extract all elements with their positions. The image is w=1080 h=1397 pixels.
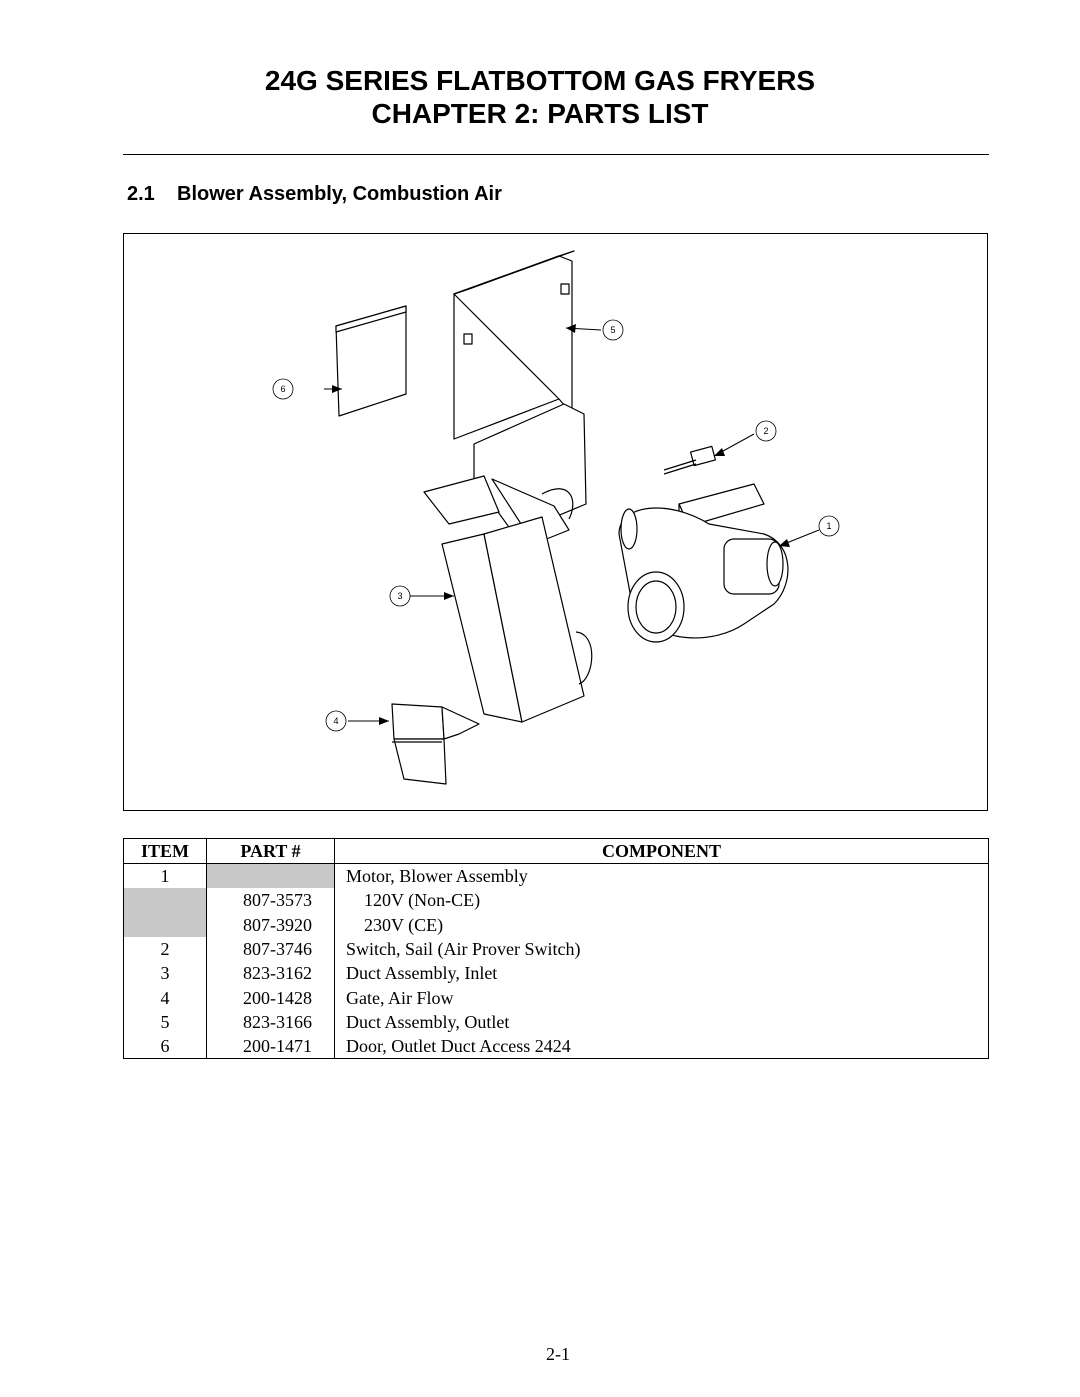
row-component: Gate, Air Flow xyxy=(334,985,989,1010)
table-row: 3 823-3162 Duct Assembly, Inlet xyxy=(123,961,989,986)
row-component: Motor, Blower Assembly xyxy=(334,863,989,889)
row-part: 200-1428 xyxy=(206,985,335,1010)
access-door-drawing xyxy=(335,305,407,417)
header-part: PART # xyxy=(206,838,335,864)
callout-4: 4 xyxy=(333,716,338,726)
row-component: Duct Assembly, Outlet xyxy=(334,1009,989,1035)
table-row: 2 807-3746 Switch, Sail (Air Prover Swit… xyxy=(123,936,989,962)
title-line-2: CHAPTER 2: PARTS LIST xyxy=(371,98,709,129)
page-number: 2-1 xyxy=(546,1344,570,1364)
air-flow-gate-drawing xyxy=(391,703,480,785)
header-item: ITEM xyxy=(123,838,207,864)
row-part: 200-1471 xyxy=(206,1034,335,1060)
row-item: 6 xyxy=(123,1034,207,1060)
motor-blower-drawing xyxy=(618,483,789,643)
outlet-duct-drawing xyxy=(453,250,587,535)
row-item xyxy=(123,888,207,913)
row-component: 230V (CE) xyxy=(364,914,444,935)
title-divider xyxy=(123,154,989,155)
parts-table: ITEM PART # COMPONENT 1 Motor, Blower As… xyxy=(123,838,989,1060)
row-part xyxy=(206,863,335,889)
callout-circles xyxy=(272,319,840,732)
row-component: 120V (Non-CE) xyxy=(364,890,481,911)
table-row: 1 Motor, Blower Assembly xyxy=(123,863,989,889)
table-row: 6 200-1471 Door, Outlet Duct Access 2424 xyxy=(123,1034,989,1060)
row-part: 823-3162 xyxy=(206,961,335,986)
row-item: 4 xyxy=(123,985,207,1010)
section-heading: 2.1 Blower Assembly, Combustion Air xyxy=(127,183,502,206)
table-row: 5 823-3166 Duct Assembly, Outlet xyxy=(123,1009,989,1035)
exploded-parts-diagram: 1 2 3 4 5 6 xyxy=(123,233,988,811)
callout-arrowheads xyxy=(332,324,790,725)
callout-1: 1 xyxy=(826,521,831,531)
row-part: 807-3920 xyxy=(206,912,335,937)
table-row: 807-3920 230V (CE) xyxy=(123,912,989,937)
row-item xyxy=(123,912,207,937)
inlet-duct-drawing xyxy=(423,475,593,723)
row-item: 2 xyxy=(123,936,207,962)
row-component: Duct Assembly, Inlet xyxy=(334,961,989,986)
table-header-row: ITEM PART # COMPONENT xyxy=(123,838,989,864)
diagram-drawing: 1 2 3 4 5 6 xyxy=(272,250,840,785)
table-row: 807-3573 120V (Non-CE) xyxy=(123,888,989,913)
section-title: Blower Assembly, Combustion Air xyxy=(177,183,502,205)
row-part: 807-3746 xyxy=(206,936,335,962)
header-component: COMPONENT xyxy=(334,838,989,864)
callout-5: 5 xyxy=(610,325,615,335)
air-switch-drawing xyxy=(663,445,717,475)
callout-3: 3 xyxy=(397,591,402,601)
row-item: 3 xyxy=(123,961,207,986)
row-part: 823-3166 xyxy=(206,1009,335,1035)
document-title: 24G SERIES FLATBOTTOM GAS FRYERS CHAPTER… xyxy=(0,64,1080,130)
title-line-1: 24G SERIES FLATBOTTOM GAS FRYERS xyxy=(264,65,816,96)
section-number: 2.1 xyxy=(127,183,155,205)
callout-6: 6 xyxy=(280,384,285,394)
row-component: Door, Outlet Duct Access 2424 xyxy=(334,1034,989,1060)
row-component: Switch, Sail (Air Prover Switch) xyxy=(334,936,989,962)
row-item: 1 xyxy=(123,863,207,889)
row-part: 807-3573 xyxy=(206,888,335,913)
row-item: 5 xyxy=(123,1009,207,1035)
table-row: 4 200-1428 Gate, Air Flow xyxy=(123,985,989,1010)
callout-2: 2 xyxy=(763,426,768,436)
